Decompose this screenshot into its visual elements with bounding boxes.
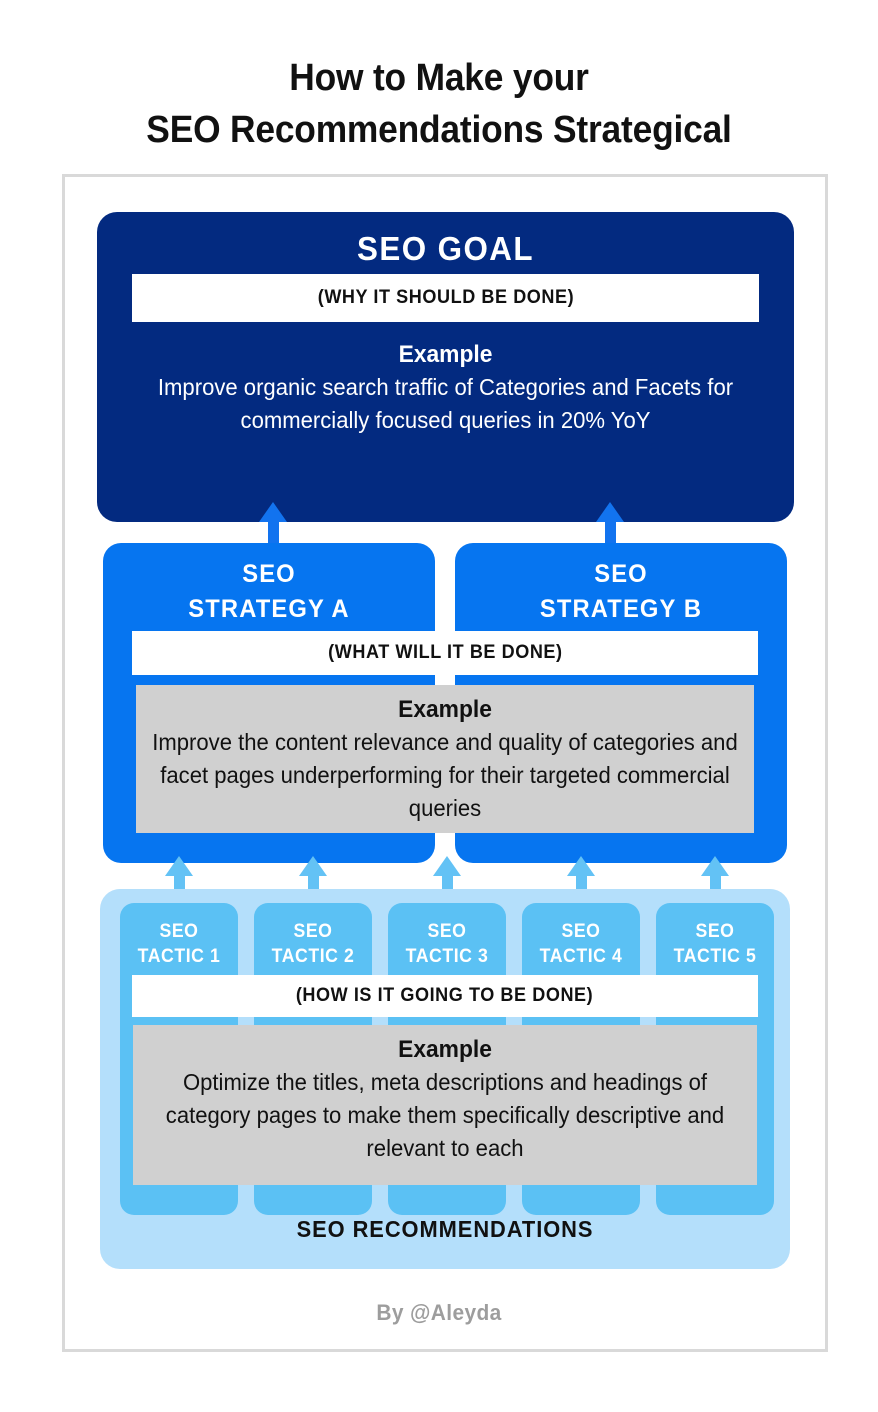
- arrow-head-icon: [165, 856, 193, 876]
- seo-tactic-4-label: SEO TACTIC 4: [526, 919, 636, 969]
- seo-tactic-3-label: SEO TACTIC 3: [392, 919, 502, 969]
- seo-tactic-5-label: SEO TACTIC 5: [660, 919, 770, 969]
- seo-tactic-2-line-2: TACTIC 2: [271, 946, 355, 967]
- arrow-head-icon: [259, 502, 287, 522]
- seo-strategy-b-title: SEO STRATEGY B: [463, 557, 778, 627]
- seo-strategies-row: SEO STRATEGY A SEO STRATEGY B (WHAT WILL…: [103, 543, 787, 863]
- seo-tactic-3-line-2: TACTIC 3: [405, 946, 489, 967]
- arrow-head-icon: [567, 856, 595, 876]
- seo-goal-example-text: Improve organic search traffic of Catego…: [157, 374, 734, 433]
- seo-tactic-4-line-2: TACTIC 4: [539, 946, 623, 967]
- seo-goal-heading: SEO GOAL: [357, 230, 534, 267]
- seo-goal-example: Example Improve organic search traffic o…: [137, 338, 754, 437]
- page-title: How to Make your SEO Recommendations Str…: [0, 52, 878, 156]
- page-title-line-2: SEO Recommendations Strategical: [146, 109, 732, 151]
- seo-strategy-a-title-line-2: STRATEGY A: [188, 595, 350, 623]
- arrow-head-icon: [596, 502, 624, 522]
- seo-goal-example-label: Example: [398, 341, 493, 368]
- seo-goal-band-label: (WHY IT SHOULD BE DONE): [317, 287, 574, 308]
- seo-tactic-4-line-1: SEO: [561, 921, 601, 942]
- seo-tactic-band: (HOW IS IT GOING TO BE DONE): [132, 975, 758, 1017]
- seo-strategy-a-title: SEO STRATEGY A: [111, 557, 426, 627]
- seo-tactic-2-line-1: SEO: [293, 921, 333, 942]
- arrow-head-icon: [299, 856, 327, 876]
- seo-tactic-1-label: SEO TACTIC 1: [124, 919, 234, 969]
- seo-strategy-band: (WHAT WILL IT BE DONE): [132, 631, 758, 675]
- arrow-stem: [604, 521, 616, 551]
- seo-strategy-example-text: Improve the content relevance and qualit…: [152, 729, 738, 821]
- seo-tactic-1-line-1: SEO: [159, 921, 199, 942]
- seo-tactic-5-line-1: SEO: [695, 921, 735, 942]
- arrow-stem: [267, 521, 279, 551]
- seo-tactic-example: Example Optimize the titles, meta descri…: [133, 1025, 757, 1185]
- seo-tactic-example-label: Example: [398, 1036, 492, 1063]
- seo-goal-band: (WHY IT SHOULD BE DONE): [132, 274, 759, 322]
- seo-tactic-2-label: SEO TACTIC 2: [258, 919, 368, 969]
- seo-tactic-1-line-2: TACTIC 1: [137, 946, 221, 967]
- seo-strategy-example: Example Improve the content relevance an…: [136, 685, 754, 833]
- seo-strategy-band-label: (WHAT WILL IT BE DONE): [327, 642, 563, 663]
- seo-recommendations-container: SEO TACTIC 1 SEO TACTIC 2 SEO TACTIC 3 S…: [100, 889, 790, 1269]
- arrow-head-icon: [701, 856, 729, 876]
- seo-recommendations-label: SEO RECOMMENDATIONS: [296, 1216, 594, 1242]
- seo-tactic-3-line-1: SEO: [427, 921, 467, 942]
- footer-credit: By @Aleyda: [376, 1300, 502, 1325]
- page-title-line-1: How to Make your: [289, 57, 589, 99]
- seo-goal-card: SEO GOAL (WHY IT SHOULD BE DONE) Example…: [97, 212, 794, 522]
- seo-strategy-a-title-line-1: SEO: [242, 560, 296, 588]
- arrow-head-icon: [433, 856, 461, 876]
- seo-tactic-band-label: (HOW IS IT GOING TO BE DONE): [296, 985, 594, 1006]
- seo-strategy-b-title-line-1: SEO: [594, 560, 648, 588]
- seo-tactic-5-line-2: TACTIC 5: [673, 946, 757, 967]
- seo-strategy-b-title-line-2: STRATEGY B: [539, 595, 703, 623]
- seo-tactic-example-text: Optimize the titles, meta descriptions a…: [165, 1069, 725, 1161]
- seo-strategy-example-label: Example: [398, 696, 492, 723]
